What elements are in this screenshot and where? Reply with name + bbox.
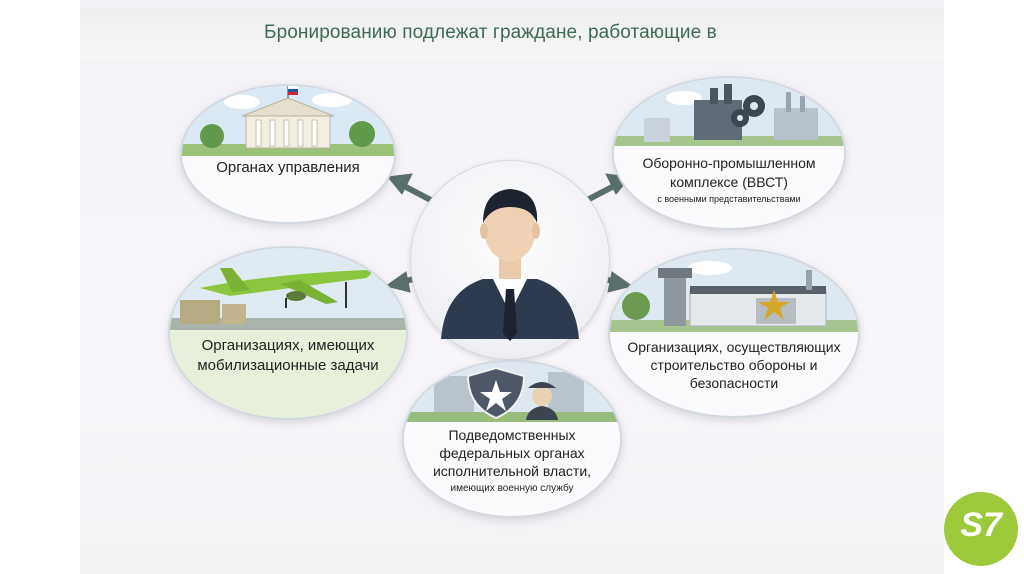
airplane-icon — [170, 248, 406, 418]
construction-label-line2: строительство обороны и — [610, 356, 858, 375]
mobilization-label-line2: мобилизационные задачи — [170, 356, 406, 375]
federal-sublabel: имеющих военную службу — [404, 483, 620, 494]
government-label: Органах управления — [182, 158, 394, 177]
federal-label-line3: исполнительной власти, — [404, 462, 620, 481]
s7-logo-text: S7 — [944, 506, 1018, 545]
federal-label-line1: Подведомственных — [404, 426, 620, 445]
defense-label-line1: Оборонно-промышленном — [614, 154, 844, 173]
node-defense-industry: Оборонно-промышленном комплексе (ВВСТ) с… — [612, 76, 846, 230]
defense-sublabel: с военными представительствами — [614, 194, 844, 205]
node-mobilization: Организациях, имеющих мобилизационные за… — [168, 246, 408, 420]
s7-logo: S7 — [944, 492, 1018, 566]
factory-icon — [614, 78, 844, 228]
node-government: Органах управления — [180, 84, 396, 224]
businessman-icon — [411, 161, 609, 359]
node-federal-executive: Подведомственных федеральных органах исп… — [402, 360, 622, 518]
construction-label-line3: безопасности — [610, 374, 858, 393]
central-person-circle — [410, 160, 610, 360]
construction-label-line1: Организациях, осуществляющих — [610, 338, 858, 357]
defense-label-line2: комплексе (ВВСТ) — [614, 173, 844, 192]
mobilization-label-line1: Организациях, имеющих — [170, 336, 406, 355]
government-building-icon — [182, 86, 394, 222]
node-defense-construction: Организациях, осуществляющих строительст… — [608, 248, 860, 418]
federal-label-line2: федеральных органах — [404, 444, 620, 463]
